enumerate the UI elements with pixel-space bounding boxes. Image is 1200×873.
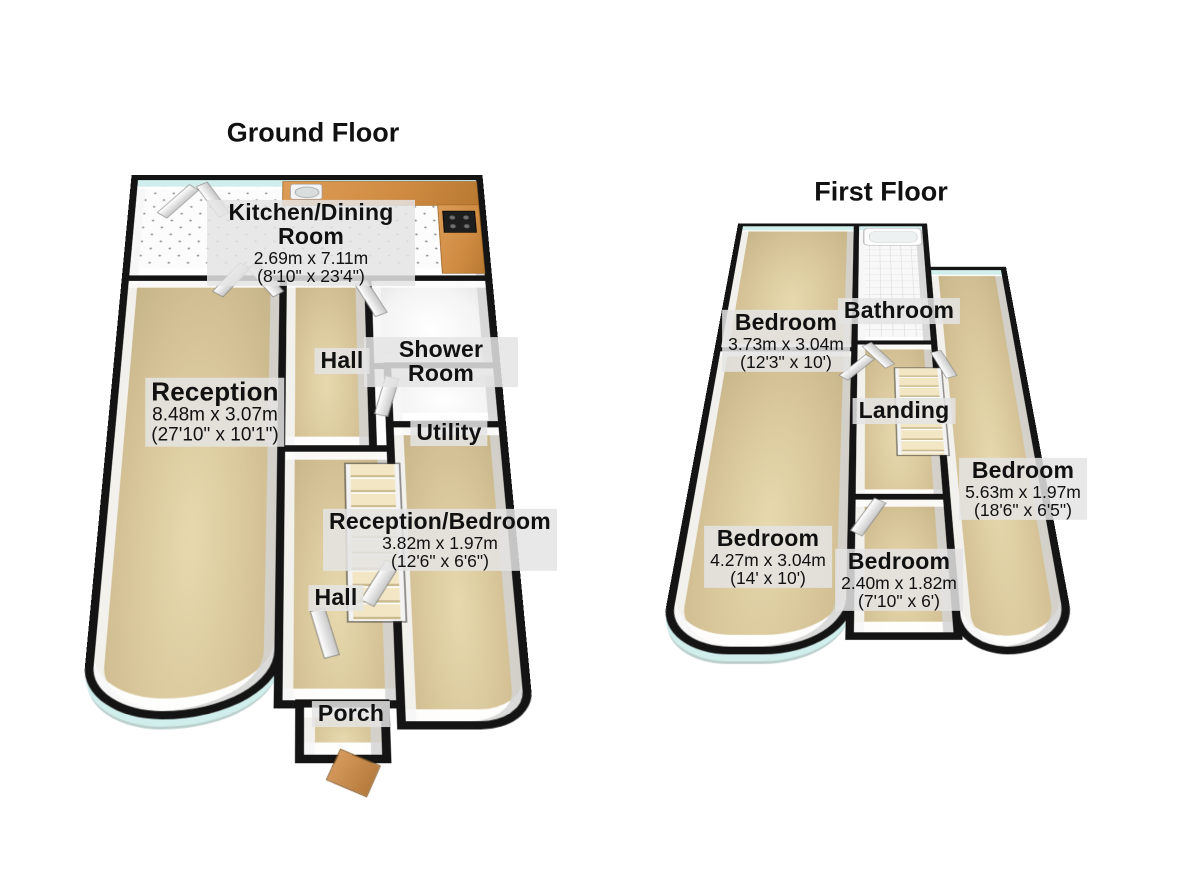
room-name: Utility [416,419,482,446]
room-name: Bathroom [843,297,955,324]
room-name: Kitchen/Dining Room [228,198,394,249]
room-reception-bedroom [385,421,536,730]
room-dimensions-metric: 8.48m x 3.07m [152,404,278,426]
room-dimensions-metric: 2.69m x 7.11m [253,247,369,268]
room-name: Bedroom [971,456,1075,483]
room-name: Reception [151,376,279,407]
room-dimensions-imperial: (8'10" x 23'4") [257,265,365,286]
room-dimensions-metric: 3.73m x 3.04m [728,333,844,354]
room-dimensions-metric: 5.63m x 1.97m [965,481,1081,502]
room-label-bathroom: Bathroom [837,297,961,324]
room-label-hall-lower: Hall [308,584,364,611]
room-dimensions-imperial: (12'6" x 6'6") [391,550,489,571]
room-dimensions-metric: 2.40m x 1.82m [841,572,957,593]
room-name: Bedroom [734,308,838,335]
ground-floor-title: Ground Floor [226,117,400,148]
room-bedroom-main [657,347,858,655]
room-name: Bedroom [847,547,951,574]
room-dimensions-imperial: (18'6" x 6'5") [974,499,1072,520]
room-dimensions-imperial: (7'10" x 6') [858,590,940,611]
room-label-reception-bedroom: Reception/Bedroom 3.82m x 1.97m (12'6" x… [323,507,557,572]
room-label-porch: Porch [311,700,391,727]
room-dimensions-imperial: (14' x 10') [730,567,806,588]
kitchen-hob-icon [442,210,477,233]
bathtub-icon [863,227,923,246]
room-name: Porch [317,700,385,727]
room-name: Reception/Bedroom [329,507,551,534]
kitchen-sink-icon [289,183,323,200]
room-label-bedroom-right: Bedroom 5.63m x 1.97m (18'6" x 6'5") [959,456,1087,521]
room-dimensions-metric: 4.27m x 3.04m [710,549,826,570]
room-label-landing: Landing [852,397,956,424]
room-name: Hall [314,584,358,611]
room-label-shower: Shower Room [364,337,518,387]
room-label-utility: Utility [410,419,488,446]
room-label-bedroom-small: Bedroom 2.40m x 1.82m (7'10" x 6') [835,547,963,612]
room-dimensions-imperial: (12'3" x 10') [740,351,832,372]
room-label-bedroom-front: Bedroom 3.73m x 3.04m (12'3" x 10') [722,308,850,373]
room-label-bedroom-main: Bedroom 4.27m x 3.04m (14' x 10') [704,524,832,589]
room-label-reception: Reception 8.48m x 3.07m (27'10" x 10'1") [145,376,285,447]
room-dimensions-metric: 3.82m x 1.97m [382,532,498,553]
room-dimensions-imperial: (27'10" x 10'1") [151,424,279,446]
room-name: Landing [858,397,950,424]
room-name: Bedroom [716,524,820,551]
room-label-hall-upper: Hall [314,347,370,374]
room-name: Shower Room [398,336,484,386]
room-reception [79,275,287,720]
room-label-kitchen: Kitchen/Dining Room 2.69m x 7.11m (8'10"… [207,198,415,287]
room-name: Hall [320,347,364,374]
first-floor-title: First Floor [814,176,948,207]
